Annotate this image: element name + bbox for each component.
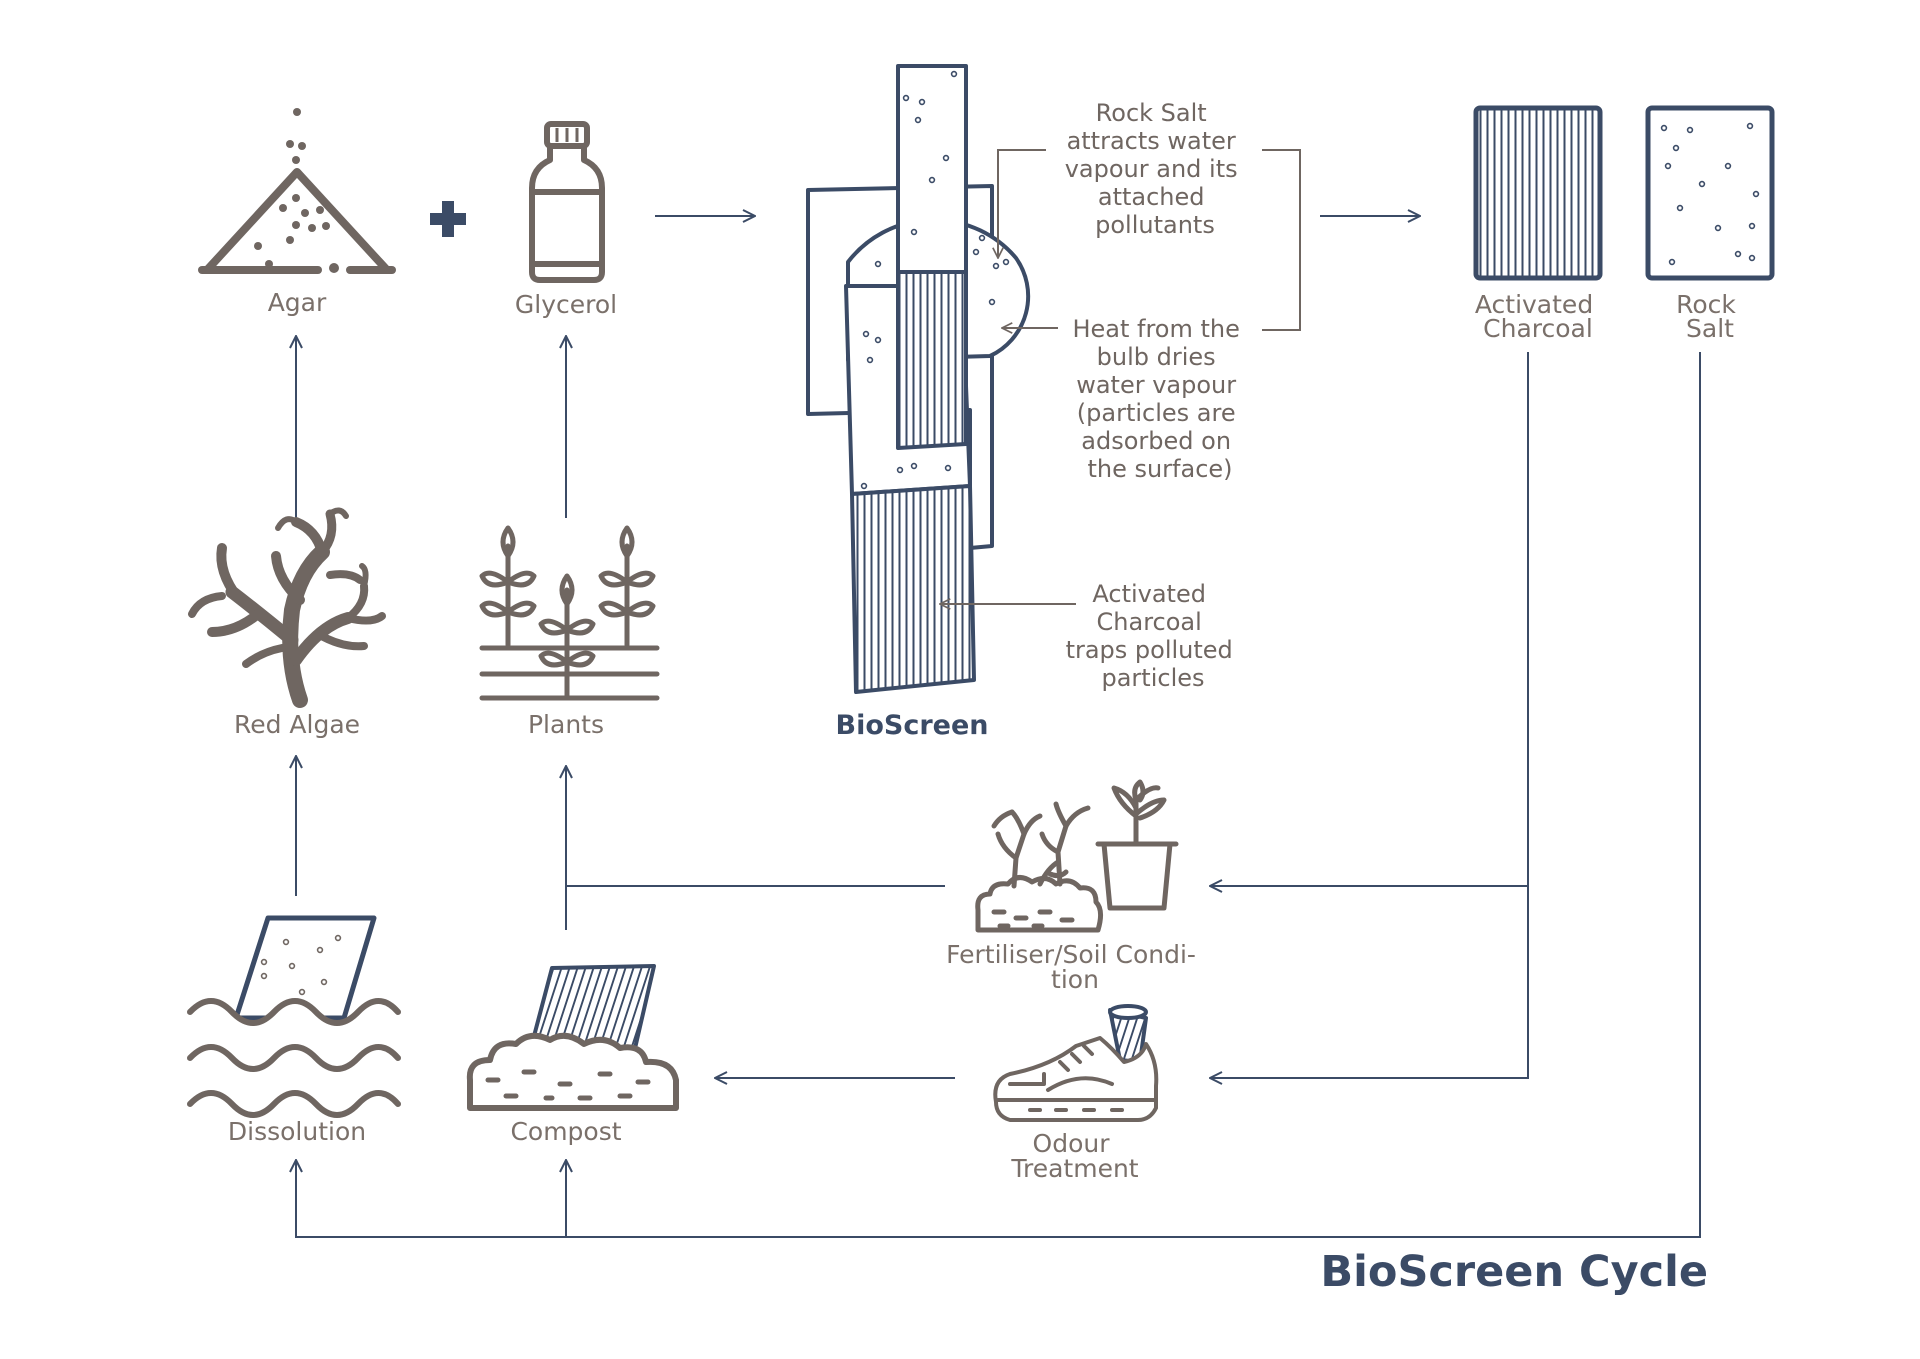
- dissolution-label: Dissolution: [228, 1117, 366, 1146]
- heat-note: Heat from the bulb dries water vapour (p…: [1072, 315, 1247, 483]
- soil-plants-icon: [975, 779, 1179, 933]
- plus-icon: [430, 201, 466, 237]
- charcoal-note: Activated Charcoal traps polluted partic…: [1066, 580, 1241, 692]
- rock-salt-note: Rock Salt attracts water vapour and its …: [1065, 99, 1246, 239]
- line-charcoal-to-odour: [1210, 886, 1529, 1078]
- agar-label: Agar: [268, 288, 327, 317]
- salt-panel-icon: [1645, 105, 1775, 281]
- diagram-title: BioScreen Cycle: [1320, 1247, 1708, 1297]
- bioscreen-label: BioScreen: [836, 710, 989, 741]
- bioscreen-device-icon: [806, 64, 1031, 694]
- agar-pile-icon: [198, 108, 396, 274]
- fertiliser-label: Fertiliser/Soil Condi- tion: [946, 940, 1204, 994]
- compost-icon: [466, 964, 679, 1111]
- note-bracket: [1262, 149, 1301, 331]
- sneaker-icon: [993, 1004, 1159, 1122]
- dissolving-panel-icon: [187, 915, 401, 1118]
- red-algae-label: Red Algae: [234, 710, 360, 739]
- rock-salt-leader: [998, 149, 1046, 258]
- charcoal-panel-icon: [1473, 105, 1603, 281]
- plants-label: Plants: [528, 710, 604, 739]
- bottle-icon: [529, 121, 605, 283]
- glycerol-label: Glycerol: [515, 290, 617, 319]
- line-rocksalt-to-dissolution: [296, 352, 1701, 1238]
- compost-label: Compost: [510, 1117, 621, 1146]
- odour-treatment-label: Odour Treatment: [1010, 1129, 1138, 1183]
- plants-icon: [479, 525, 660, 701]
- line-charcoal-to-fertiliser: [1210, 352, 1529, 886]
- rock-salt-label: Rock Salt: [1676, 290, 1744, 343]
- activated-charcoal-label: Activated Charcoal: [1475, 290, 1601, 343]
- annotation-leaders: [940, 149, 1301, 604]
- connectors: [296, 216, 1701, 1238]
- seaweed-icon: [188, 507, 386, 708]
